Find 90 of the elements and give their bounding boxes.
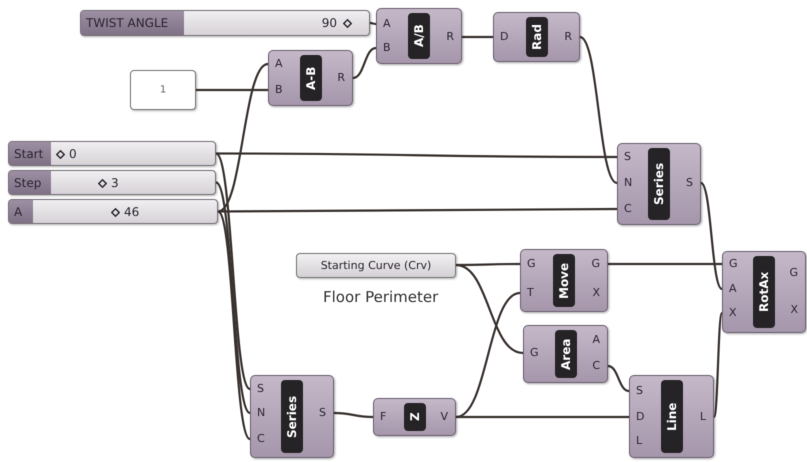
component-block [493, 12, 580, 62]
wire [217, 210, 251, 440]
output-label: R [446, 31, 454, 43]
input-label: N [257, 407, 266, 419]
output-label: S [319, 407, 326, 419]
input-label: D [500, 31, 508, 43]
caption-text: Floor Perimeter [323, 288, 438, 306]
component-block [523, 325, 608, 383]
wire [216, 152, 617, 158]
input-label: F [380, 411, 386, 423]
wire [456, 292, 520, 418]
slider-name: TWIST ANGLE [81, 11, 184, 35]
wire [713, 312, 723, 418]
input-label: L [636, 435, 642, 447]
component-block [250, 375, 334, 458]
component-name: Move [553, 254, 575, 307]
slider-name: Step [9, 171, 51, 194]
input-label: S [257, 383, 264, 395]
slider-value: 46 [124, 204, 140, 218]
input-label: A [729, 283, 737, 295]
wire [370, 22, 376, 26]
input-label: D [636, 411, 644, 423]
component-block [520, 249, 608, 312]
wire [579, 36, 618, 184]
wire [334, 412, 374, 418]
component-name: Z [404, 403, 426, 431]
component-name: Series [648, 148, 670, 220]
output-label: G [591, 258, 600, 270]
output-label: R [564, 31, 572, 43]
component-block [629, 375, 714, 458]
input-label: S [624, 151, 631, 163]
input-label: A [383, 18, 391, 30]
slider-value: 0 [69, 146, 77, 160]
component-block [373, 398, 456, 436]
input-label: X [729, 307, 737, 319]
number-slider [80, 10, 370, 36]
wire [608, 262, 722, 266]
wire [456, 264, 524, 354]
output-label: S [686, 177, 693, 189]
number-slider [8, 199, 218, 224]
input-label: C [257, 433, 265, 445]
wire [215, 152, 251, 390]
component-block [376, 8, 462, 64]
wire [218, 63, 268, 212]
output-label: X [790, 304, 798, 316]
slider-value: 3 [111, 176, 119, 190]
component-block [722, 251, 806, 333]
component-name: Rad [526, 17, 548, 57]
wire [462, 36, 493, 38]
output-label: G [789, 267, 798, 279]
parameter-box [296, 253, 456, 278]
wire [218, 208, 617, 213]
slider-value: 90 [322, 16, 337, 30]
input-label: G [530, 347, 539, 359]
component-name: Series [281, 380, 303, 453]
input-label: S [636, 385, 643, 397]
component-name: RotAx [753, 256, 775, 328]
output-label: R [337, 72, 345, 84]
number-slider [8, 170, 216, 195]
input-label: N [624, 177, 632, 189]
panel-text: 1 [158, 84, 168, 96]
wire [456, 416, 629, 418]
input-label: B [383, 42, 391, 54]
component-block [268, 50, 353, 106]
component-name: A-B [300, 55, 322, 101]
wire [352, 46, 376, 80]
component-name: A/B [408, 13, 430, 59]
panel-box [130, 70, 196, 110]
input-label: T [527, 287, 534, 299]
component-name: Line [660, 380, 682, 453]
output-label: A [592, 334, 600, 346]
output-label: C [592, 360, 600, 372]
output-label: L [700, 411, 706, 423]
input-label: B [275, 84, 283, 96]
wire [700, 182, 723, 290]
number-slider [8, 141, 216, 166]
component-block [617, 143, 701, 225]
wire [196, 88, 268, 92]
slider-name: A [9, 200, 33, 223]
wire [215, 182, 251, 414]
input-label: C [624, 203, 632, 215]
output-label: V [440, 411, 448, 423]
input-label: A [275, 58, 283, 70]
component-name: Area [554, 330, 576, 378]
slider-name: Start [9, 142, 51, 165]
parameter-name: Starting Curve (Crv) [320, 259, 432, 272]
wire [608, 364, 630, 392]
output-label: X [592, 287, 600, 299]
input-label: G [729, 258, 738, 270]
input-label: G [527, 258, 536, 270]
